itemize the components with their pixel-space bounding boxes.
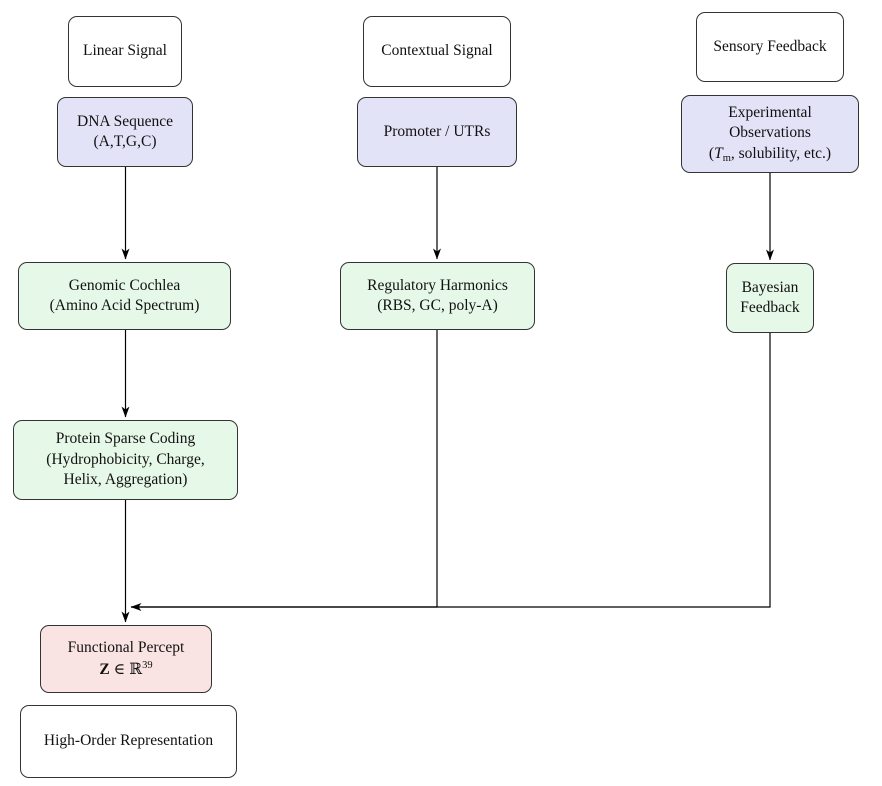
node-label: Sensory Feedback [713, 37, 827, 55]
node-functional-percept: Functional Percept Z∈ℝ39 [40, 625, 212, 693]
node-label-line1: Experimental [728, 103, 812, 121]
node-sensory-feedback: Sensory Feedback [696, 12, 844, 82]
node-genomic-cochlea: Genomic Cochlea (Amino Acid Spectrum) [18, 262, 231, 330]
node-regulatory-harmonics: Regulatory Harmonics (RBS, GC, poly-A) [340, 262, 535, 330]
node-label-line2: Feedback [740, 299, 800, 316]
node-label-line2: Observations [729, 124, 811, 142]
node-label: Linear Signal [83, 42, 167, 60]
node-promoter-utrs: Promoter / UTRs [357, 97, 517, 167]
node-dna-sequence: DNA Sequence (A,T,G,C) [57, 97, 193, 167]
node-label-line2: (RBS, GC, poly-A) [377, 297, 498, 314]
node-bayesian-feedback: Bayesian Feedback [726, 263, 814, 333]
node-label-line2: (A,T,G,C) [93, 133, 157, 150]
paren-open: ( [708, 144, 715, 162]
node-label-line1: DNA Sequence [77, 112, 173, 130]
melting-temp-symbol: T [714, 144, 723, 162]
node-label-line1: Regulatory Harmonics [367, 276, 508, 294]
node-label-line1: Protein Sparse Coding [55, 430, 196, 448]
node-contextual-signal: Contextual Signal [363, 16, 511, 87]
melting-temp-subscript: m [722, 152, 731, 164]
node-experimental-observations: Experimental Observations (Tm, solubilit… [681, 95, 859, 173]
node-linear-signal: Linear Signal [68, 16, 182, 87]
node-high-order-representation: High-Order Representation [20, 705, 237, 778]
dimension-superscript: 39 [142, 659, 153, 671]
node-label-line3: Helix, Aggregation) [63, 471, 188, 489]
node-label-line2: (Hydrophobicity, Charge, [46, 450, 205, 468]
latent-vector-expression: Z∈ℝ39 [99, 659, 152, 680]
node-label: Promoter / UTRs [383, 122, 491, 140]
vector-symbol: Z [99, 660, 110, 678]
arrow-bayesian-to-junction [131, 333, 771, 608]
node-label-line1: Genomic Cochlea [68, 276, 181, 294]
line3-rest: , solubility, etc.) [730, 144, 832, 162]
node-label: High-Order Representation [43, 732, 214, 750]
node-label-line2: (Amino Acid Spectrum) [49, 297, 200, 314]
node-protein-sparse-coding: Protein Sparse Coding (Hydrophobicity, C… [13, 420, 238, 500]
real-space-symbol: ℝ [129, 660, 143, 678]
node-label-line1: Functional Percept [67, 639, 185, 657]
element-of-symbol: ∈ [113, 660, 126, 678]
node-label-line1: Bayesian [741, 278, 799, 296]
node-label: Contextual Signal [381, 42, 493, 60]
node-label-line3: (Tm, solubility, etc.) [709, 144, 831, 166]
